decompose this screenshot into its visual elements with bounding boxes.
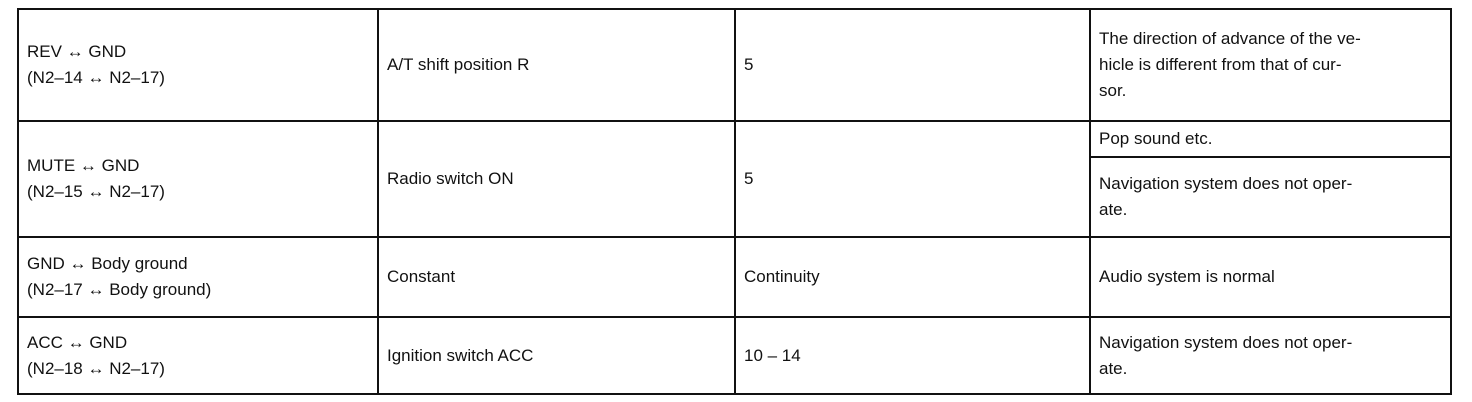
inspection-table-wrapper: REV ↔ GND (N2–14 ↔ N2–17) A/T shift posi… [17,8,1452,395]
symptom-cell: Navigation system does not oper- ate. [1089,316,1452,395]
table-row: REV ↔ GND (N2–14 ↔ N2–17) A/T shift posi… [17,8,1452,122]
specified-cell: Continuity [734,236,1091,318]
table-row: Navigation system does not oper- ate. [18,156,1452,238]
specified-value: 5 [744,55,754,74]
symptom-cell: Navigation system does not oper- ate. [1089,156,1452,238]
condition-text: Constant [387,267,456,286]
specified-value: 5 [744,169,754,188]
specified-cell: 5 [734,120,1091,238]
specified-value: 10 – 14 [744,345,801,365]
terminal-pins: (N2–17 ↔ Body ground) [27,280,212,299]
symptom-text: Navigation system does not oper- ate. [1099,332,1353,378]
table-row: MUTE ↔ GND (N2–15 ↔ N2–17) Radio switch … [17,120,1452,238]
condition-text: A/T shift position R [387,55,530,74]
terminal-cell: MUTE ↔ GND (N2–15 ↔ N2–17) [17,120,379,238]
symptom-cell: Pop sound etc. [1089,120,1452,158]
terminal-name: REV ↔ GND [27,42,127,61]
symptom-cell: Audio system is normal [1089,236,1452,318]
terminal-cell: ACC ↔ GND (N2–18 ↔ N2–17) [17,316,379,395]
terminal-pins: (N2–15 ↔ N2–17) [27,182,165,201]
terminal-cell: REV ↔ GND (N2–14 ↔ N2–17) [17,8,379,122]
symptom-text: The direction of advance of the ve- hicl… [1099,29,1361,100]
symptom-text: Audio system is normal [1099,267,1275,286]
condition-text: Radio switch ON [387,169,514,188]
table-row: GND ↔ Body ground (N2–17 ↔ Body ground) … [17,236,1452,318]
table-row: ACC ↔ GND (N2–18 ↔ N2–17) Ignition switc… [17,316,1452,395]
specified-cell: 5 [734,8,1091,122]
condition-text: Ignition switch ACC [387,345,534,365]
terminal-inspection-table: REV ↔ GND (N2–14 ↔ N2–17) A/T shift posi… [17,8,1452,395]
condition-cell: Radio switch ON [377,120,736,238]
terminal-pins: (N2–18 ↔ N2–17) [27,358,165,378]
terminal-pins: (N2–14 ↔ N2–17) [27,68,165,87]
terminal-cell: GND ↔ Body ground (N2–17 ↔ Body ground) [17,236,379,318]
condition-cell: A/T shift position R [377,8,736,122]
terminal-name: MUTE ↔ GND [27,156,140,175]
terminal-name: ACC ↔ GND [27,332,128,352]
condition-cell: Constant [377,236,736,318]
specified-value: Continuity [744,267,820,286]
condition-cell: Ignition switch ACC [377,316,736,395]
symptom-text: Navigation system does not oper- ate. [1099,174,1353,219]
specified-cell: 10 – 14 [734,316,1091,395]
terminal-name: GND ↔ Body ground [27,254,188,273]
symptom-cell: The direction of advance of the ve- hicl… [1089,8,1452,122]
symptom-text: Pop sound etc. [1099,129,1213,148]
